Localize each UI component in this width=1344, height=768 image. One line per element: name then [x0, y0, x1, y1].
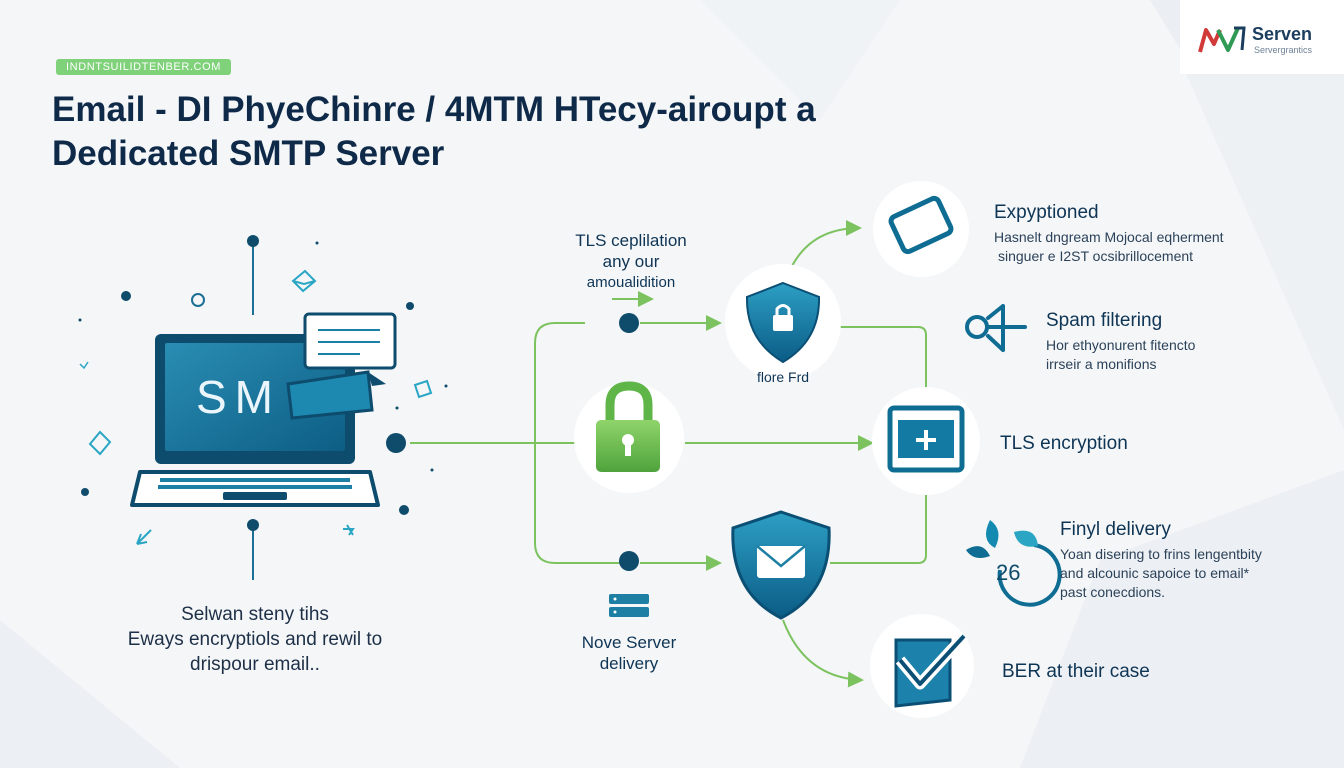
- shield-label: flore Frd: [756, 369, 810, 385]
- left-caption-line-2: Eways encryptiols and rewil to: [127, 629, 383, 650]
- tls-label: TLS ceplilation any our amoualidition: [575, 230, 687, 293]
- feature-desc-line-2: irrseir a monifions: [1046, 356, 1157, 372]
- feature-desc-line-2: and alcounic sapoice to email*: [1060, 565, 1250, 581]
- timer-badge: 26: [996, 560, 1021, 585]
- envelope-icons: [88, 269, 433, 545]
- feature-desc-line-2: singuer e I2ST ocsibrillocement: [998, 248, 1194, 264]
- server-label-line-2: delivery: [599, 654, 659, 673]
- site-tag: INDNTSUILIDTENBER.COM: [56, 59, 231, 75]
- lock-shield-icon: [725, 264, 841, 380]
- title-line-1: Email - DI PhyeChinre / 4MTM HTecy-airou…: [52, 90, 816, 129]
- flow-connectors: [410, 220, 927, 688]
- tls-label-line-1: TLS ceplilation: [575, 231, 687, 250]
- feature-tls-encryption: TLS encryption: [1000, 433, 1128, 455]
- mail-shield-icon: [731, 510, 831, 620]
- server-icon: [609, 594, 649, 617]
- logo-panel: [1180, 0, 1344, 74]
- left-caption: Selwan steny tihs Eways encryptiols and …: [128, 602, 383, 677]
- feature-title: Spam filtering: [1046, 310, 1163, 331]
- chat-bubbles: [286, 312, 397, 420]
- feature-title: Finyl delivery: [1060, 519, 1171, 540]
- monitor-plus-icon: [872, 387, 980, 495]
- server-label: Nove Server delivery: [582, 632, 676, 674]
- tls-label-line-3: amoualidition: [586, 274, 676, 291]
- check-shield-icon: [870, 614, 974, 718]
- left-caption-line-1: Selwan steny tihs: [181, 604, 329, 625]
- padlock-icon: [574, 381, 684, 493]
- title-line-2: Dedicated SMTP Server: [52, 134, 445, 173]
- feature-ber: BER at their case: [1002, 661, 1150, 683]
- feature-desc-line-3: past conecdions.: [1060, 584, 1166, 600]
- feature-title: BER at their case: [1002, 661, 1150, 682]
- left-caption-line-3: drispour email..: [190, 654, 320, 675]
- feature-desc-line-1: Hor ethyonurent fitencto: [1046, 337, 1196, 353]
- logo-subtitle: Servergrantics: [1254, 45, 1313, 55]
- page-title: Email - DI PhyeChinre / 4MTM HTecy-airou…: [52, 88, 816, 176]
- logo-name: Serven: [1252, 24, 1313, 44]
- megaphone-icon: [965, 304, 1027, 352]
- flow-nodes: [386, 313, 639, 571]
- tablet-icon: [873, 181, 969, 277]
- laptop-screen-text: SM: [196, 371, 281, 423]
- feature-desc-line-1: Hasnelt dngream Mojocal eqherment: [994, 229, 1224, 245]
- feature-desc-line-1: Yoan disering to frins lengentbity: [1060, 546, 1262, 562]
- feature-spam-filtering: Spam filtering Hor ethyonurent fitencto …: [1046, 310, 1195, 374]
- feature-title: TLS encryption: [1000, 433, 1128, 454]
- feature-final-delivery: Finyl delivery Yoan disering to frins le…: [1060, 519, 1262, 602]
- feature-encrypted: Expyptioned Hasnelt dngream Mojocal eqhe…: [994, 202, 1224, 266]
- leaf-timer-icon: [966, 520, 1062, 607]
- server-label-line-1: Nove Server: [581, 633, 677, 652]
- tls-label-line-2: any our: [602, 252, 660, 271]
- feature-title: Expyptioned: [994, 202, 1099, 223]
- logo-mark-icon: [1198, 26, 1246, 53]
